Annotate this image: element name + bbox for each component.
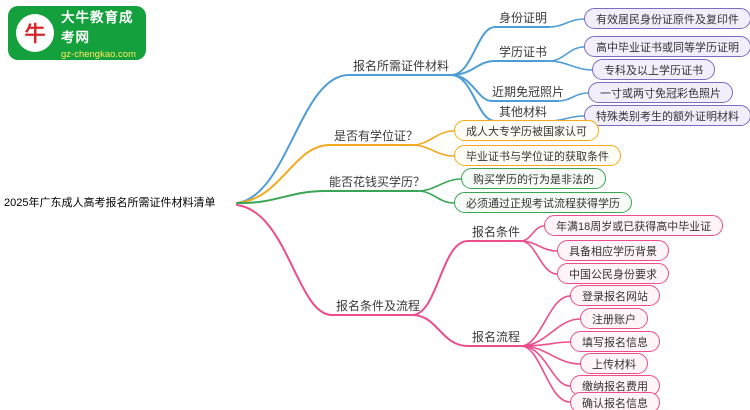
logo-title: 大牛教育成考网 [61, 10, 134, 45]
leaf-highschool-diploma: 高中毕业证书或同等学历证明 [584, 36, 750, 57]
node-registration-conditions: 报名条件 [472, 225, 521, 239]
leaf-citizenship: 中国公民身份要求 [557, 263, 669, 284]
leaf-special-materials: 特殊类别考生的额外证明材料 [584, 105, 750, 126]
bull-glyph: 牛 [24, 23, 46, 46]
logo-text: 大牛教育成考网 gz-chengkao.com [61, 6, 138, 60]
branch-buy-question: 能否花钱买学历？ [329, 175, 426, 189]
step-fill-info: 填写报名信息 [570, 331, 660, 352]
node-registration-steps: 报名流程 [472, 330, 521, 344]
step-register-account: 注册账户 [580, 308, 648, 329]
node-education-certificate: 学历证书 [499, 45, 548, 59]
node-identity-proof: 身份证明 [499, 11, 548, 25]
leaf-id-card-original: 有效居民身份证原件及复印件 [584, 8, 750, 29]
branch-degree-question: 是否有学位证？ [334, 129, 419, 143]
node-recent-photos: 近期免冠照片 [492, 85, 565, 99]
leaf-age-requirement: 年满18周岁或已获得高中毕业证 [544, 215, 724, 236]
bull-icon: 牛 [16, 14, 54, 52]
step-confirm-info: 确认报名信息 [570, 392, 660, 410]
site-logo: 牛 大牛教育成考网 gz-chengkao.com [8, 6, 146, 60]
logo-domain: gz-chengkao.com [61, 49, 136, 60]
branch-required-documents: 报名所需证件材料 [353, 59, 450, 73]
step-upload-materials: 上传材料 [580, 353, 648, 374]
mindmap-root-node: 2025年广东成人高考报名所需证件材料清单 [4, 197, 216, 209]
branch-conditions-process: 报名条件及流程 [336, 299, 421, 313]
step-login-website: 登录报名网站 [570, 285, 660, 306]
leaf-education-background: 具备相应学历背景 [557, 240, 669, 261]
leaf-degree-conditions: 毕业证书与学位证的获取条件 [454, 145, 621, 166]
leaf-photo-spec: 一寸或两寸免冠彩色照片 [588, 82, 733, 103]
leaf-buying-illegal: 购买学历的行为是非法的 [461, 168, 606, 189]
leaf-adult-college-recognized: 成人大专学历被国家认可 [454, 120, 599, 141]
leaf-college-diploma: 专科及以上学历证书 [592, 59, 715, 80]
node-other-materials: 其他材料 [499, 105, 548, 119]
leaf-formal-exam-required: 必须通过正规考试流程获得学历 [454, 192, 632, 213]
